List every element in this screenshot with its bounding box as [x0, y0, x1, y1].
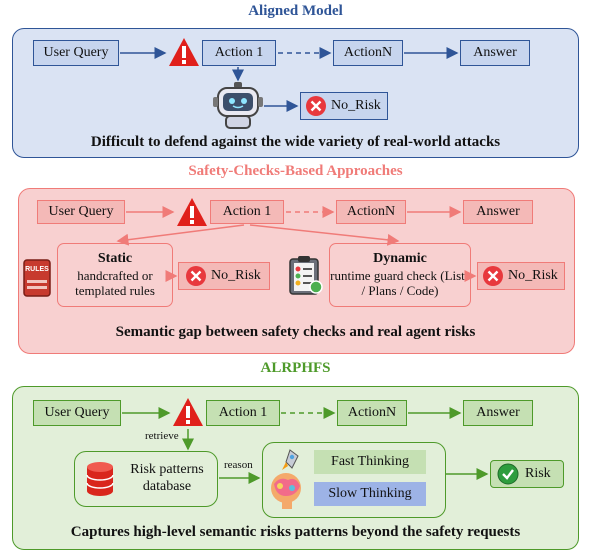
rules-book-icon: RULES [23, 259, 51, 297]
rules-label: RULES [25, 266, 49, 273]
brain-rocket-icon [271, 449, 301, 509]
safety-title: Safety-Checks-Based Approaches [188, 163, 403, 179]
alrphfs-action1-box: Action 1 [206, 400, 280, 426]
safety-actionN-box: ActionN [336, 200, 406, 224]
safety-answer-box: Answer [463, 200, 533, 224]
robot-icon [213, 82, 263, 129]
aligned-result-label: No_Risk [331, 98, 381, 113]
x-circle-icon [186, 266, 206, 286]
x-circle-icon [306, 96, 326, 116]
alrphfs-answer-box: Answer [463, 400, 533, 426]
static-result-label: No_Risk [211, 268, 261, 283]
static-check-box: Static handcrafted or templated rules [57, 243, 173, 307]
aligned-actionN-box: ActionN [333, 40, 403, 66]
fast-thinking-box: Fast Thinking [314, 450, 426, 474]
aligned-answer-box: Answer [460, 40, 530, 66]
static-desc: handcrafted or templated rules [75, 267, 155, 299]
aligned-user-query-box: User Query [33, 40, 119, 66]
alrphfs-actionN-box: ActionN [337, 400, 407, 426]
dynamic-result-box: No_Risk [477, 262, 565, 290]
checklist-icon [289, 256, 323, 295]
warning-icon [169, 38, 199, 66]
database-label: Risk patterns database [130, 462, 204, 494]
slow-thinking-box: Slow Thinking [314, 482, 426, 506]
retrieve-label: retrieve [145, 430, 179, 442]
aligned-caption: Difficult to defend against the wide var… [90, 134, 501, 150]
alrphfs-result-label: Risk [525, 466, 551, 481]
aligned-action1-box: Action 1 [202, 40, 276, 66]
risk-database-box: Risk patterns database [74, 451, 218, 507]
warning-icon [177, 198, 207, 226]
alrphfs-caption: Captures high-level semantic risks patte… [70, 524, 521, 540]
check-circle-icon [497, 463, 519, 485]
aligned-title: Aligned Model [248, 3, 343, 19]
alrphfs-user-query-box: User Query [33, 400, 121, 426]
warning-icon [173, 398, 203, 426]
dynamic-desc: runtime guard check (Lists / Plans / Cod… [330, 267, 470, 299]
alrphfs-title: ALRPHFS [260, 360, 331, 376]
safety-action1-box: Action 1 [210, 200, 284, 224]
dynamic-result-label: No_Risk [508, 268, 558, 283]
static-title: Static [97, 251, 133, 266]
x-circle-icon [483, 266, 503, 286]
dynamic-title: Dynamic [373, 251, 427, 266]
database-icon [86, 462, 114, 496]
aligned-result-box: No_Risk [300, 92, 388, 120]
alrphfs-result-box: Risk [490, 460, 564, 488]
dynamic-check-box: Dynamic runtime guard check (Lists / Pla… [329, 243, 471, 307]
static-result-box: No_Risk [178, 262, 270, 290]
reason-label: reason [224, 459, 253, 471]
safety-caption: Semantic gap between safety checks and r… [115, 324, 476, 340]
safety-user-query-box: User Query [37, 200, 125, 224]
